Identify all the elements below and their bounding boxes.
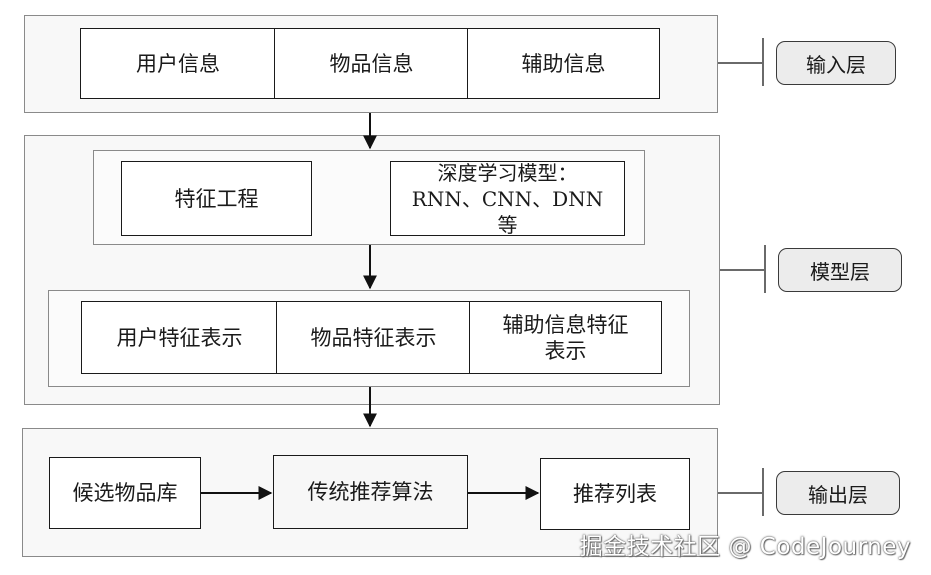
input-cell-user-info: 用户信息 <box>80 28 275 99</box>
feature-engineering-box: 特征工程 <box>121 161 312 236</box>
deep-learning-model-box: 深度学习模型：RNN、CNN、DNN等 <box>390 161 625 237</box>
watermark: 掘金技术社区 @ CodeJourney <box>579 534 911 560</box>
item-feature-representation: 物品特征表示 <box>276 301 470 374</box>
candidate-item-pool-box: 候选物品库 <box>49 457 201 529</box>
input-layer-label: 输入层 <box>776 41 896 85</box>
input-cell-aux-info: 辅助信息 <box>467 28 660 99</box>
input-layer-connector <box>718 62 762 64</box>
output-layer-connector-tick <box>762 468 764 516</box>
model-layer-connector <box>720 269 764 271</box>
aux-feature-representation: 辅助信息特征表示 <box>469 301 662 374</box>
output-layer-connector <box>718 492 762 494</box>
recommendation-list-box: 推荐列表 <box>540 458 690 530</box>
traditional-algorithm-box: 传统推荐算法 <box>273 455 468 529</box>
model-layer-label: 模型层 <box>778 248 902 292</box>
output-layer-label: 输出层 <box>776 471 900 515</box>
user-feature-representation: 用户特征表示 <box>81 301 277 374</box>
input-cell-item-info: 物品信息 <box>274 28 468 99</box>
model-layer-connector-tick <box>764 245 766 293</box>
input-layer-connector-tick <box>762 38 764 86</box>
